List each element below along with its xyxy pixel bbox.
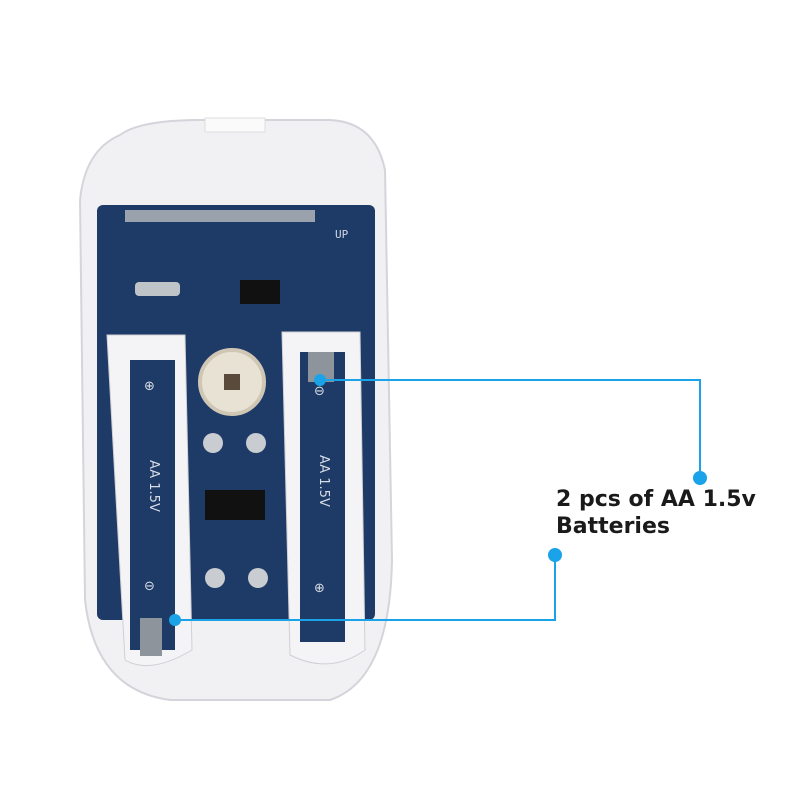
- right-battery-holder: AA 1.5V ⊖ ⊕: [281, 331, 366, 665]
- callout-line-2: Batteries: [556, 514, 670, 539]
- capacitor: [205, 568, 225, 588]
- capacitor: [246, 433, 266, 453]
- right-battery-label: AA 1.5V: [316, 455, 331, 507]
- antenna-spring: [125, 210, 315, 222]
- callout-dot: [693, 471, 707, 485]
- capacitor: [248, 568, 268, 588]
- minus-marking: ⊖: [314, 384, 325, 399]
- capacitor: [203, 433, 223, 453]
- ic-chip: [205, 490, 265, 520]
- crystal: [135, 282, 180, 296]
- left-battery-holder: AA 1.5V ⊕ ⊖: [106, 334, 193, 667]
- callout-dot: [169, 614, 181, 626]
- chip: [240, 280, 280, 304]
- case-top-notch: [204, 117, 266, 133]
- left-battery-label: AA 1.5V: [146, 460, 161, 512]
- callout-dot: [314, 374, 326, 386]
- callout-dot: [548, 548, 562, 562]
- up-marking: UP: [335, 228, 349, 241]
- spring-contact: [140, 618, 162, 656]
- plus-marking: ⊕: [144, 379, 155, 394]
- callout-line-1: 2 pcs of AA 1.5v: [556, 487, 756, 512]
- callout-lines: [175, 379, 701, 621]
- plus-marking: ⊕: [314, 581, 325, 596]
- minus-marking: ⊖: [144, 579, 155, 594]
